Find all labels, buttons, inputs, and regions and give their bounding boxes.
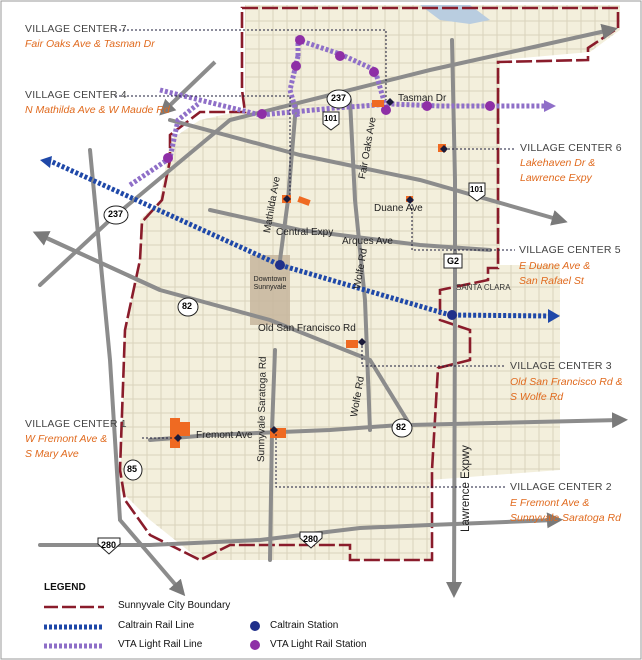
vc7-location: Fair Oaks Ave & Tasman Dr: [25, 38, 155, 50]
shield-85: [123, 459, 143, 481]
caltrain-line: [46, 157, 553, 319]
road-label-fremont: Fremont Ave: [196, 430, 253, 441]
shield-237-b-text: 237: [108, 209, 124, 219]
vc4-location: N Mathilda Ave & W Maude Rd: [25, 104, 170, 116]
vc6-title: VILLAGE CENTER 6: [520, 142, 622, 154]
shield-101-a-text: 101: [324, 114, 338, 123]
vc6-location-2: Lawrence Expy: [520, 172, 592, 184]
road-label-old-sf: Old San Francisco Rd: [258, 323, 356, 334]
vc6-location-1: Lakehaven Dr &: [520, 157, 596, 169]
vc2-location-1: E Fremont Ave &: [510, 497, 590, 509]
vc1-location-1: W Fremont Ave &: [25, 433, 108, 445]
road-label-tasman: Tasman Dr: [398, 93, 447, 104]
vc7-title: VILLAGE CENTER 7: [25, 23, 127, 35]
caltrain-west-arrow: [40, 156, 52, 168]
legend-boundary-label: Sunnyvale City Boundary: [118, 600, 231, 611]
caltrain-east-arrow: [548, 309, 560, 323]
road-lawrence: [446, 38, 463, 598]
vc1-title: VILLAGE CENTER 1: [25, 418, 127, 430]
downtown-label: Downtown Sunnyvale: [253, 276, 287, 292]
shield-280-a: [97, 537, 121, 555]
vc2-location-2: Sunnyvale Saratoga Rd: [510, 512, 621, 524]
shield-237-a-text: 237: [331, 93, 347, 103]
shield-82-a: [177, 297, 199, 317]
vc5-location-1: E Duane Ave &: [519, 260, 591, 272]
road-label-central: Central Expy: [276, 227, 334, 238]
vc2-title: VILLAGE CENTER 2: [510, 481, 612, 493]
shield-280-a-text: 280: [101, 540, 117, 550]
shield-g2-text: G2: [447, 256, 460, 266]
legend-caltrain-line-label: Caltrain Rail Line: [118, 620, 195, 631]
shield-280-b: [299, 531, 323, 549]
caltrain-station: [275, 260, 285, 270]
road-label-arques: Arques Ave: [342, 236, 393, 247]
leader-lines: [115, 29, 515, 488]
vta-east-arrow: [544, 100, 556, 112]
shield-82-a-text: 82: [182, 301, 193, 311]
santa-clara-label: SANTA CLARA: [456, 283, 511, 292]
road-85: [88, 148, 186, 597]
road-82-arrow: [32, 231, 161, 292]
legend-title: LEGEND: [44, 582, 86, 593]
shield-g2: [443, 253, 463, 269]
legend-symbols: [44, 605, 260, 650]
road-label-sunnyvale-saratoga: Sunnyvale Saratoga Rd: [256, 356, 269, 463]
route-shields: [97, 89, 486, 555]
shield-280-b-text: 280: [303, 534, 319, 544]
vc5-title: VILLAGE CENTER 5: [519, 244, 621, 256]
shield-101-b: [468, 182, 486, 202]
vc4-title: VILLAGE CENTER 4: [25, 89, 127, 101]
shield-237-a: [326, 89, 352, 109]
road-101: [168, 118, 568, 226]
shield-101-b-text: 101: [470, 185, 484, 194]
vta-stations: [163, 35, 495, 163]
vc3-location-2: S Wolfe Rd: [510, 391, 564, 403]
road-label-duane: Duane Ave: [374, 203, 423, 214]
shield-82-b: [391, 418, 413, 438]
legend-vta-line-label: VTA Light Rail Line: [118, 639, 203, 650]
vc3-location-1: Old San Francisco Rd &: [510, 376, 623, 388]
shield-237-b: [103, 205, 129, 225]
vc3-title: VILLAGE CENTER 3: [510, 360, 612, 372]
road-label-lawrence: Lawrence Expwy: [460, 445, 472, 532]
vc1-location-2: S Mary Ave: [25, 448, 79, 460]
shield-101-a: [322, 111, 340, 131]
shield-85-text: 85: [127, 464, 138, 474]
road-101-west-arrow: [159, 60, 217, 116]
vta-line: [128, 36, 545, 188]
legend-caltrain-station-label: Caltrain Station: [270, 620, 339, 631]
road-wolfe: [348, 98, 372, 432]
legend-vta-station-label: VTA Light Rail Station: [270, 639, 367, 650]
caltrain-station: [447, 310, 457, 320]
bay-water: [420, 5, 490, 24]
shield-82-b-text: 82: [396, 422, 407, 432]
vc5-location-2: San Rafael St: [519, 275, 584, 287]
